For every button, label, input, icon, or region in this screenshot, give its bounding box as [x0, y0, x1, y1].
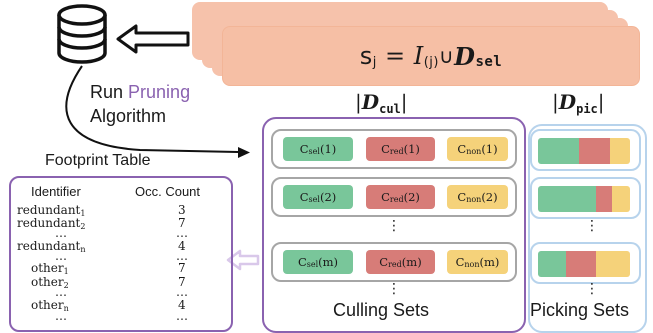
ellipsis: … — [55, 309, 67, 323]
picking-row-1 — [530, 129, 641, 171]
table-row: othern — [31, 298, 69, 313]
segment-redundant — [579, 138, 610, 164]
ellipsis: … — [176, 309, 188, 323]
ellipsis: … — [55, 249, 67, 263]
column-header-count: Occ. Count — [135, 184, 201, 199]
vertical-ellipsis: ⋮ — [387, 281, 401, 297]
database-icon — [57, 4, 107, 64]
count-value: 4 — [178, 298, 186, 312]
culling-sets-label: Culling Sets — [333, 300, 430, 320]
count-value: 7 — [178, 216, 186, 230]
picking-sets-panel — [528, 124, 647, 333]
ellipsis: … — [176, 226, 188, 240]
picking-row-m — [530, 242, 641, 284]
count-value: 4 — [178, 239, 186, 253]
count-value: 7 — [178, 275, 186, 289]
table-row: redundantn — [17, 239, 86, 254]
footprint-table: Identifier Occ. Count redundant1 3 redun… — [9, 176, 233, 332]
run-pruning-label: Run Pruning Algorithm — [90, 82, 191, 126]
column-header-identifier: Identifier — [31, 184, 81, 199]
segment-selected — [538, 186, 596, 212]
ellipsis: … — [55, 226, 67, 240]
segment-non-selected — [610, 138, 630, 164]
ellipsis: … — [176, 285, 188, 299]
table-row: other2 — [31, 275, 69, 290]
vertical-ellipsis: ⋮ — [387, 218, 401, 234]
vertical-ellipsis: ⋮ — [585, 281, 599, 297]
segment-redundant — [596, 186, 612, 212]
segment-selected — [538, 138, 579, 164]
footprint-table-title: Footprint Table — [45, 152, 151, 169]
count-value: 7 — [178, 261, 186, 275]
cul-header: |Dcul| — [355, 90, 408, 116]
segment-redundant — [566, 251, 596, 277]
count-value: 3 — [178, 203, 186, 217]
table-row: other1 — [31, 261, 69, 276]
segment-non-selected — [596, 251, 630, 277]
table-row: redundant2 — [17, 216, 86, 231]
ellipsis: … — [176, 249, 188, 263]
vertical-ellipsis: ⋮ — [585, 218, 599, 234]
picking-row-2 — [530, 177, 641, 219]
segment-non-selected — [612, 186, 630, 212]
culling-sets-panel — [262, 117, 526, 333]
arrow-left-outline-icon — [226, 249, 260, 271]
ellipsis: … — [55, 285, 67, 299]
pic-header: |Dpic| — [552, 90, 605, 116]
segment-selected — [538, 251, 566, 277]
table-row: redundant1 — [17, 203, 86, 218]
arrow-left-icon — [116, 24, 190, 54]
picking-sets-label: Picking Sets — [530, 300, 630, 320]
